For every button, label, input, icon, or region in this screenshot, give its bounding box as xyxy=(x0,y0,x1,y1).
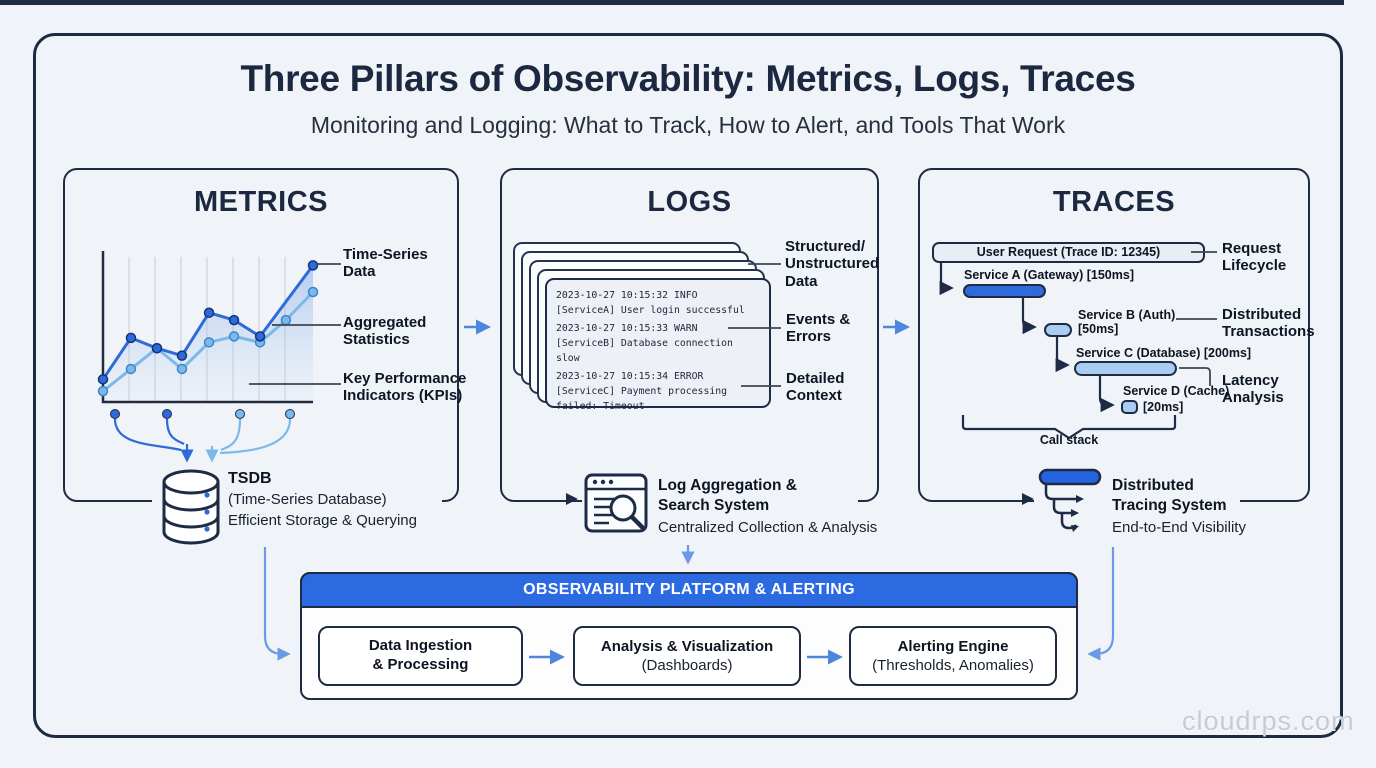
page-subtitle: Monitoring and Logging: What to Track, H… xyxy=(310,112,1066,138)
trace-span-b-label: Service B (Auth) [50ms] xyxy=(1078,308,1176,336)
trace-span-d-duration: [20ms] xyxy=(1143,400,1184,414)
tsdb-line1: (Time-Series Database) xyxy=(228,491,387,508)
outer-frame xyxy=(33,33,1343,738)
log-card-front: 2023-10-27 10:15:32 INFO[ServiceA] User … xyxy=(545,278,771,412)
metrics-panel-title: METRICS xyxy=(194,186,328,218)
platform-box-subtitle: (Dashboards) xyxy=(641,656,733,674)
watermark: cloudrps.com xyxy=(1182,706,1355,736)
page-title: Three Pillars of Observability: Metrics,… xyxy=(240,58,1136,99)
platform-box-ingestion: Data Ingestion & Processing xyxy=(318,626,523,686)
metrics-line-chart xyxy=(97,251,319,404)
metrics-border-gap xyxy=(152,490,442,511)
log-search-icon xyxy=(584,473,648,533)
traces-border-gap xyxy=(1034,490,1240,511)
log-aggregation-subtitle: Centralized Collection & Analysis xyxy=(658,519,878,536)
trace-span-c-label: Service C (Database) [200ms] xyxy=(1076,346,1252,360)
logs-annotation-events: Events & Errors xyxy=(786,311,851,346)
traces-annotation-latency: Latency Analysis xyxy=(1222,372,1284,407)
platform-box-title: Analysis & Visualization xyxy=(600,638,774,656)
tracing-system-subtitle: End-to-End Visibility xyxy=(1112,519,1246,536)
tracing-waterfall-icon xyxy=(1038,468,1102,532)
log-entry: 2023-10-27 10:15:32 INFO[ServiceA] User … xyxy=(556,290,745,316)
traces-panel-title: TRACES xyxy=(1052,186,1176,218)
trace-span-a-label: Service A (Gateway) [150ms] xyxy=(964,268,1134,282)
top-border-strip xyxy=(0,0,1344,5)
logs-annotation-structured: Structured/ Unstructured Data xyxy=(785,238,880,290)
trace-root-span-bar: User Request (Trace ID: 12345) xyxy=(932,242,1205,263)
logs-panel-title: LOGS xyxy=(647,186,732,218)
metrics-annotation-timeseries: Time-Series Data xyxy=(343,246,428,281)
platform-box-subtitle: (Thresholds, Anomalies) xyxy=(872,656,1034,674)
call-stack-label: Call stack xyxy=(1039,433,1099,447)
trace-span-d-label: Service D (Cache) xyxy=(1123,384,1230,398)
trace-span-b-bar xyxy=(1044,323,1072,337)
database-icon xyxy=(162,469,220,545)
logs-border-gap xyxy=(582,490,858,511)
platform-box-alerting: Alerting Engine (Thresholds, Anomalies) xyxy=(849,626,1057,686)
tsdb-line2: Efficient Storage & Querying xyxy=(228,512,417,529)
logs-annotation-context: Detailed Context xyxy=(786,370,845,405)
tsdb-title: TSDB xyxy=(228,470,272,487)
platform-box-title: Alerting Engine xyxy=(897,638,1009,656)
tracing-system-title: Distributed Tracing System xyxy=(1112,477,1227,515)
traces-annotation-transactions: Distributed Transactions xyxy=(1222,306,1315,341)
trace-span-d-bar xyxy=(1121,400,1138,414)
trace-span-c-bar xyxy=(1074,361,1177,376)
metrics-annotation-aggregated: Aggregated Statistics xyxy=(343,314,427,349)
platform-box-analysis: Analysis & Visualization (Dashboards) xyxy=(573,626,801,686)
log-entry: 2023-10-27 10:15:34 ERROR[ServiceC] Paym… xyxy=(556,371,728,412)
traces-annotation-lifecycle: Request Lifecycle xyxy=(1222,240,1287,275)
trace-span-a-bar xyxy=(963,284,1046,298)
log-entry: 2023-10-27 10:15:33 WARN[ServiceB] Datab… xyxy=(556,323,733,364)
log-aggregation-title: Log Aggregation & Search System xyxy=(658,477,797,515)
platform-box-title: Data Ingestion & Processing xyxy=(368,637,473,673)
metrics-annotation-kpi: Key Performance Indicators (KPIs) xyxy=(343,370,467,405)
platform-header: OBSERVABILITY PLATFORM & ALERTING xyxy=(300,572,1078,608)
